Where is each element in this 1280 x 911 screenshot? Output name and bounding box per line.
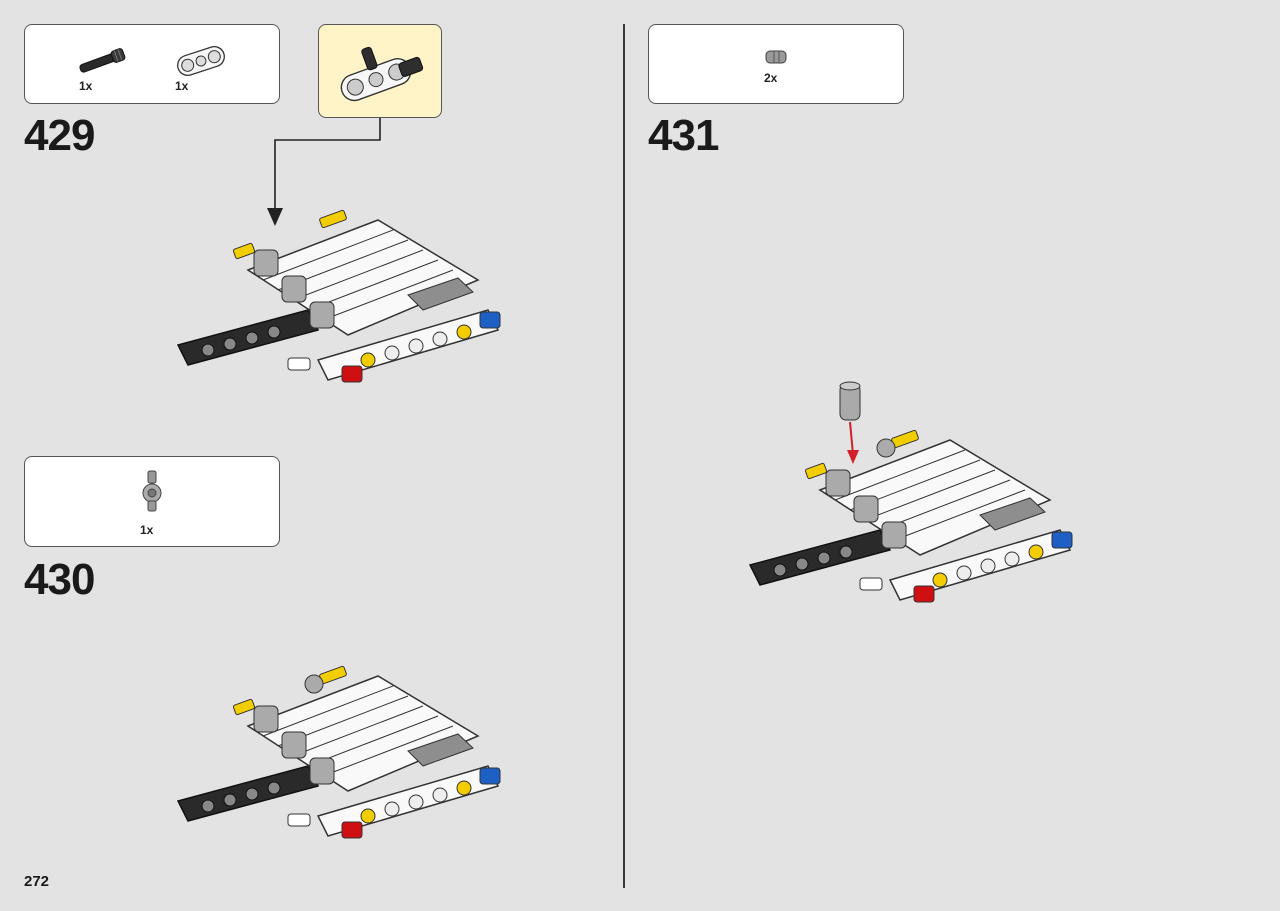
subassembly-icon [340,46,424,102]
step-number: 430 [24,555,95,604]
page-divider [623,24,625,888]
part-qty: 1x [175,79,189,93]
step-number: 429 [24,111,95,160]
gray-pin-connector-icon [142,470,162,512]
step-number: 431 [648,111,719,160]
assembly-model [176,665,501,839]
insertion-arrow [839,381,861,464]
gray-bush-icon [765,50,787,64]
page-number: 272 [24,873,50,890]
part-qty: 1x [140,523,154,537]
part-qty: 1x [79,79,93,93]
black-axle-pin-icon [79,48,126,73]
parts-list-429: 1x 1x [24,24,280,104]
assembly-model [748,429,1073,603]
assembly-model [176,209,501,383]
subassembly-callout [318,24,442,118]
part-qty: 2x [764,71,778,85]
parts-list-430: 1x [24,456,280,547]
white-beam-connector-icon [177,46,225,76]
parts-list-431: 2x [648,24,904,104]
